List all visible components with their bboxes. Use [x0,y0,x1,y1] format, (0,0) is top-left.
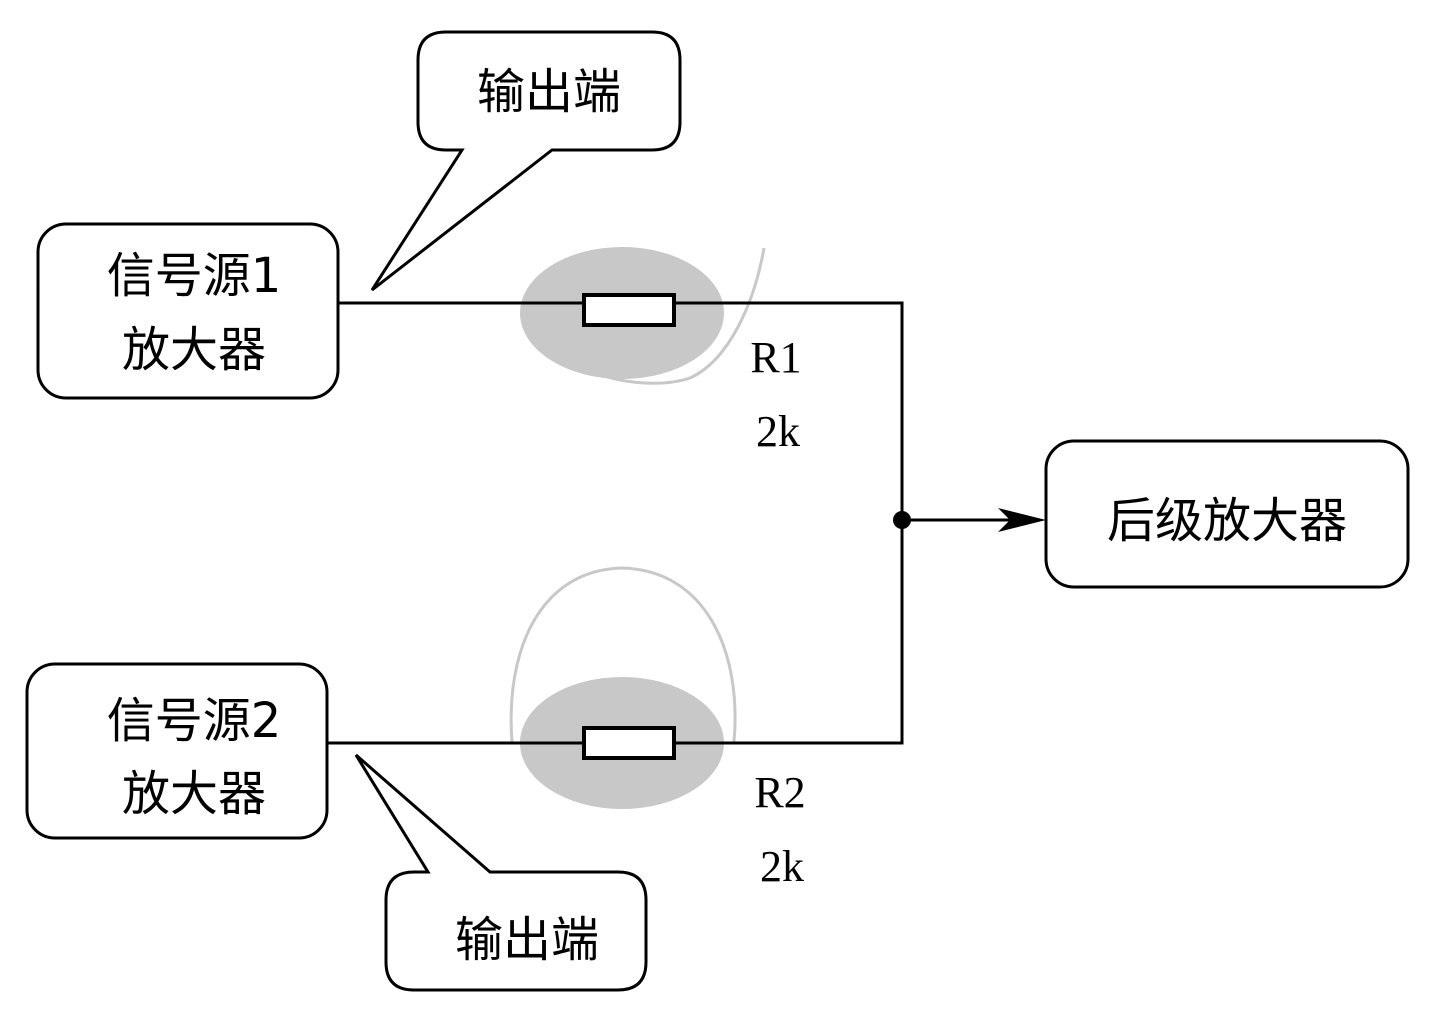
r1-loop-mark [597,247,766,385]
source1-label-line2: 放大器 [122,322,266,378]
next-stage-amplifier: 后级放大器 [1044,439,1410,589]
callout-bottom-label: 输出端 [455,912,599,968]
source2-amplifier: 信号源2 放大器 [25,662,329,840]
callout-top: 输出端 [370,30,682,292]
callout-top-bubble [370,30,682,292]
r2-value: 2k [760,842,804,891]
r1-value: 2k [756,407,800,456]
r1-name: R1 [750,333,801,382]
r2-loop-mark [509,566,737,743]
r1-resistor [582,293,676,327]
callout-bottom-bubble [354,753,648,992]
next-stage-label: 后级放大器 [1107,493,1347,549]
source1-box [36,222,340,400]
source1-label-line1: 信号源1 [107,248,282,304]
r2-name: R2 [754,768,805,817]
source2-label-line1: 信号源2 [107,693,282,749]
source1-amplifier: 信号源1 放大器 [36,222,340,400]
output-arrowhead [998,508,1046,532]
r2-resistor [582,726,676,760]
callout-top-label: 输出端 [477,64,621,120]
source2-box [25,662,329,840]
junction-dot [893,511,911,529]
source2-label-line2: 放大器 [122,766,266,822]
callout-bottom: 输出端 [354,753,648,992]
next-stage-box [1044,439,1410,589]
